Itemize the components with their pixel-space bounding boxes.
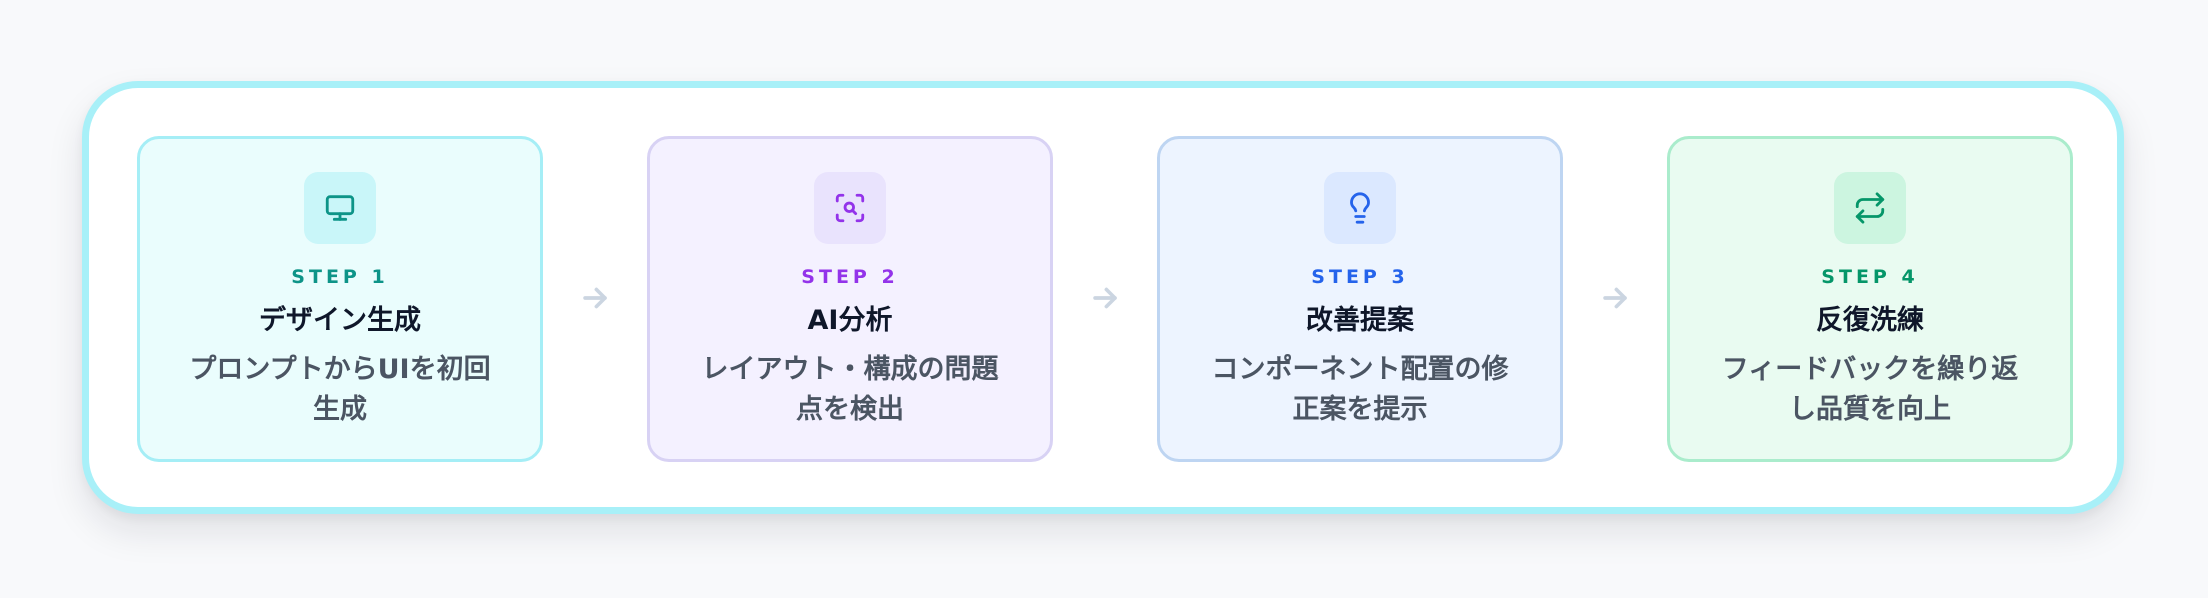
monitor-icon: [325, 195, 355, 221]
step-title: 改善提案: [1306, 305, 1414, 336]
step-4-icon-box: [1834, 172, 1906, 244]
step-card-1: STEP 1 デザイン生成 プロンプトからUIを初回生成: [137, 136, 543, 462]
step-description: レイアウト・構成の問題点を検出: [701, 354, 999, 425]
step-2-icon-box: [814, 172, 886, 244]
step-label: STEP 3: [1311, 266, 1409, 288]
step-description: フィードバックを繰り返し品質を向上: [1721, 354, 2019, 425]
step-title: 反復洗練: [1816, 305, 1924, 336]
arrow-right-icon: [1598, 281, 1632, 315]
scan-search-icon: [835, 193, 865, 223]
step-title: デザイン生成: [259, 305, 421, 336]
step-card-2: STEP 2 AI分析 レイアウト・構成の問題点を検出: [647, 136, 1053, 462]
lightbulb-icon: [1350, 192, 1370, 224]
step-card-3: STEP 3 改善提案 コンポーネント配置の修正案を提示: [1157, 136, 1563, 462]
step-1-icon-box: [304, 172, 376, 244]
step-label: STEP 4: [1821, 266, 1919, 288]
step-description: コンポーネント配置の修正案を提示: [1211, 354, 1509, 425]
step-label: STEP 1: [291, 266, 389, 288]
step-3-icon-box: [1324, 172, 1396, 244]
arrow-right-icon: [578, 281, 612, 315]
step-description: プロンプトからUIを初回生成: [189, 354, 491, 425]
arrow-right-icon: [1088, 281, 1122, 315]
step-label: STEP 2: [801, 266, 899, 288]
step-title: AI分析: [807, 305, 893, 336]
step-card-4: STEP 4 反復洗練 フィードバックを繰り返し品質を向上: [1667, 136, 2073, 462]
repeat-icon: [1855, 192, 1885, 224]
